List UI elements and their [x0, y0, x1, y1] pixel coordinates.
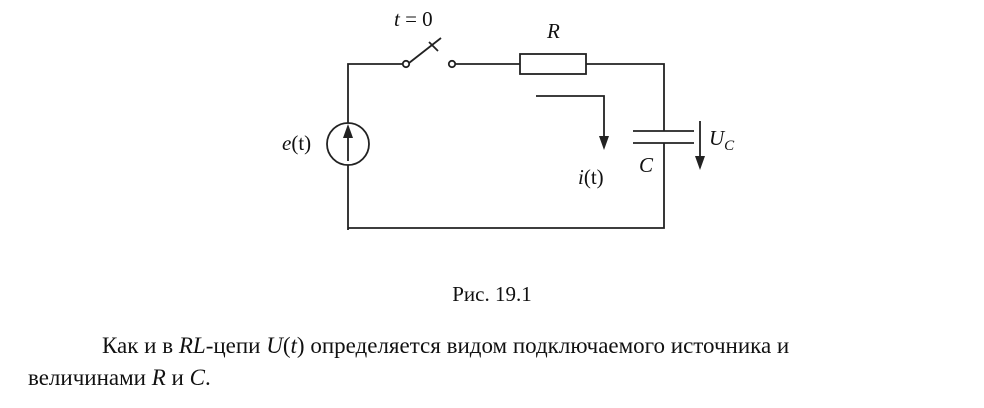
current-label: i(t) — [578, 165, 604, 189]
switch-contact-left — [401, 59, 411, 69]
wire-right-bottom — [348, 143, 665, 229]
switch-blade — [408, 37, 442, 64]
figure-caption: Рис. 19.1 — [452, 282, 532, 306]
switch-tick — [428, 41, 439, 52]
switch-contact-right — [447, 59, 457, 69]
voltage-label: UC — [709, 126, 735, 154]
source-label: e(t) — [282, 131, 311, 155]
paragraph-line-1: Как и в RL-цепи U(t) определяется видом … — [102, 333, 790, 358]
current-arrow-shaft — [536, 95, 605, 144]
capacitor-label: C — [639, 153, 654, 177]
voltage-arrowhead — [695, 156, 705, 170]
paragraph-line-2: величинами R и C. — [28, 365, 211, 390]
wire-top-left — [347, 63, 404, 230]
wire-top-right — [586, 63, 665, 131]
resistor-label: R — [546, 19, 560, 43]
switch-label: t = 0 — [394, 7, 433, 31]
circuit-diagram: t = 0 R e(t) i(t) C UC — [282, 7, 735, 230]
current-arrowhead — [599, 136, 609, 150]
body-paragraph: Как и в RL-цепи U(t) определяется видом … — [28, 330, 976, 394]
source-arrowhead — [343, 124, 353, 138]
resistor — [519, 53, 587, 75]
